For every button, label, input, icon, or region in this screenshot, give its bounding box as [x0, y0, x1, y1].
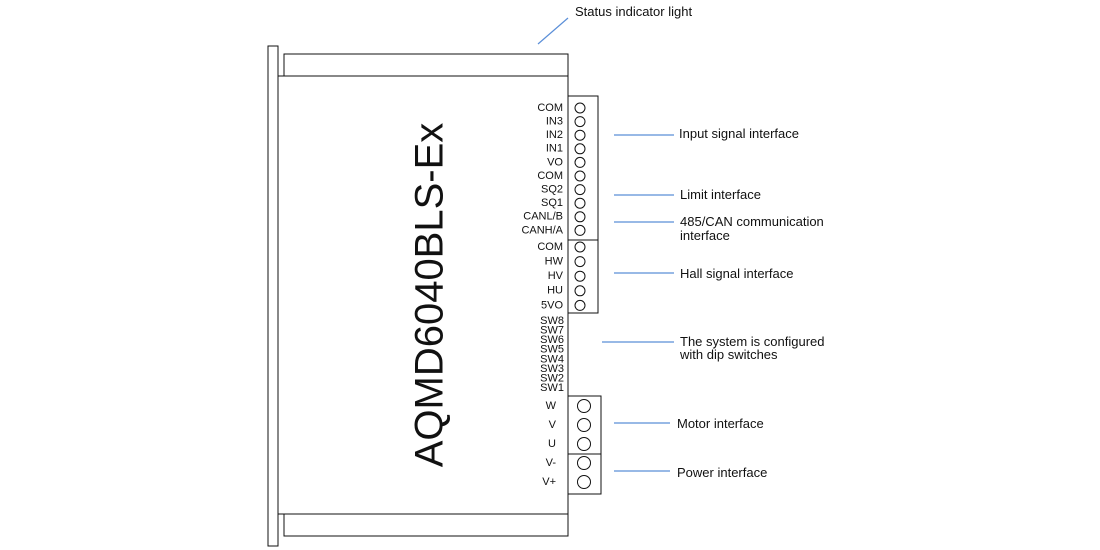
- dip-callout-line2: with dip switches: [679, 347, 778, 362]
- status-callout: Status indicator light: [575, 4, 692, 19]
- motor-callout: Motor interface: [677, 416, 764, 431]
- power-pin-terminal: [577, 456, 591, 470]
- model-name: AQMD6040BLS-Ex: [408, 123, 452, 468]
- signal-pin-label: COM: [537, 102, 563, 114]
- power-terminal-block: [567, 453, 602, 495]
- dip-switch-label: SW2: [540, 373, 564, 385]
- limit-callout: Limit interface: [680, 187, 761, 202]
- signal-pin-terminal: [574, 129, 586, 141]
- power-pin-terminal: [577, 475, 591, 489]
- signal-pin-label: IN1: [546, 143, 563, 155]
- signal-pin-label: CANH/A: [521, 224, 563, 236]
- status-leader-line: [537, 17, 569, 45]
- signal-pin-label: CANL/B: [523, 211, 563, 223]
- signal-pin-label: SQ2: [541, 184, 563, 196]
- callouts: Status indicator light Input signal inte…: [537, 4, 825, 480]
- signal-pin-terminal: [574, 143, 586, 155]
- heatsink-top-fin: [283, 53, 569, 77]
- signal-pin-terminal: [574, 184, 586, 196]
- dip-switch-label: SW6: [540, 334, 564, 346]
- motor-pin-terminal: [577, 399, 591, 413]
- power-pin-label: V+: [542, 476, 556, 488]
- dip-switch-label: SW5: [540, 344, 564, 356]
- hall-terminal-block: [567, 239, 599, 314]
- signal-pin-terminal: [574, 211, 586, 223]
- dip-callout-line1: The system is configured: [680, 334, 825, 349]
- hall-pin-label: 5VO: [541, 299, 563, 311]
- dip-switch-label: SW8: [540, 315, 564, 327]
- motor-pin-label: W: [546, 400, 557, 412]
- motor-pin-terminal: [577, 418, 591, 432]
- input-callout: Input signal interface: [679, 126, 799, 141]
- signal-pin-terminal: [574, 224, 586, 236]
- signal-pin-label: COM: [537, 170, 563, 182]
- power-callout: Power interface: [677, 465, 767, 480]
- signal-pin-label: IN2: [546, 129, 563, 141]
- signal-pin-label: SQ1: [541, 197, 563, 209]
- motor-pin-label: V: [549, 419, 557, 431]
- motor-terminal-block: [567, 395, 602, 455]
- hall-pin-terminal: [574, 241, 586, 253]
- hall-pin-terminal: [574, 299, 586, 311]
- signal-pin-label: VO: [547, 156, 563, 168]
- heatsink-bottom-fin: [283, 513, 569, 537]
- signal-pin-terminal: [574, 170, 586, 182]
- dip-switch-label: SW1: [540, 382, 564, 394]
- signal-pin-terminal: [574, 156, 586, 168]
- hall-pin-label: HW: [545, 256, 564, 268]
- dip-switch-label: SW7: [540, 325, 564, 337]
- hall-pin-terminal: [574, 256, 586, 268]
- signal-pin-terminal: [574, 102, 586, 114]
- motor-pin-label: U: [548, 438, 556, 450]
- hall-pin-terminal: [574, 270, 586, 282]
- hall-pin-label: HV: [548, 270, 564, 282]
- terminal-blocks: [567, 95, 602, 495]
- hall-callout: Hall signal interface: [680, 266, 793, 281]
- signal-pin-terminal: [574, 116, 586, 128]
- signal-pin-terminal: [574, 197, 586, 209]
- comm-callout-line2: interface: [680, 228, 730, 243]
- dip-switch-label: SW3: [540, 363, 564, 375]
- power-pin-label: V-: [546, 457, 557, 469]
- signal-pin-label: IN3: [546, 116, 563, 128]
- hall-pin-label: COM: [537, 241, 563, 253]
- hall-pin-terminal: [574, 285, 586, 297]
- mounting-plate: [267, 45, 279, 547]
- dip-switch-label: SW4: [540, 353, 564, 365]
- hall-pin-label: HU: [547, 285, 563, 297]
- comm-callout-line1: 485/CAN communication: [680, 214, 824, 229]
- motor-pin-terminal: [577, 437, 591, 451]
